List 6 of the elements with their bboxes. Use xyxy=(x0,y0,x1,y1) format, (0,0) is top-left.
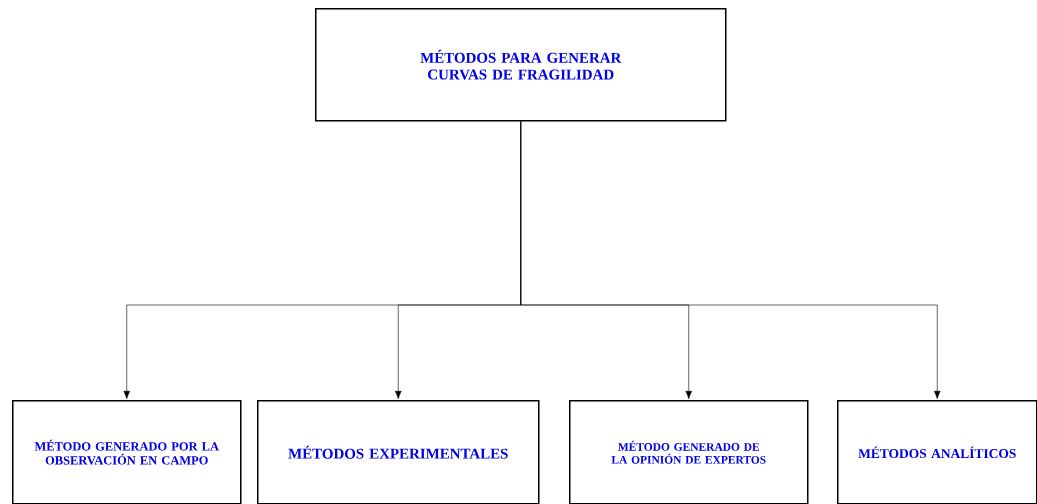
arrow xyxy=(520,121,941,400)
method-box: MÉTODOS PARA GENERAR CURVAS DE FRAGILIDAD xyxy=(315,8,727,122)
method-box: MÉTODO GENERADO POR LA OBSERVACIÓN EN CAMPO xyxy=(12,400,242,504)
method-box: MÉTODOS EXPERIMENTALES xyxy=(257,400,540,504)
method-box: MÉTODO GENERADO DE LA OPINIÓN DE EXPERTOS xyxy=(569,400,809,504)
method-box: MÉTODOS ANALÍTICOS xyxy=(837,400,1037,504)
